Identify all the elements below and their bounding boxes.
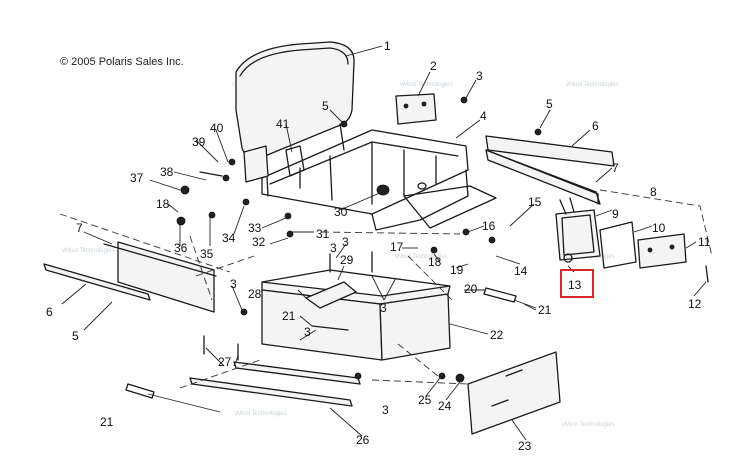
right-fender-part: [485, 135, 615, 205]
callout-label: 18: [156, 197, 170, 211]
callout-label: 5: [72, 329, 79, 343]
storage-box-part: [261, 269, 451, 361]
callout-label: 15: [528, 195, 542, 209]
callout-label: 3: [304, 325, 311, 339]
hardware-group: [176, 96, 709, 383]
callout-label: 35: [200, 247, 214, 261]
callout-label: 36: [174, 241, 188, 255]
callout-label: 21: [282, 309, 296, 323]
callout-label: 9: [612, 207, 619, 221]
callout-label: 3: [476, 69, 483, 83]
callout-label: 3: [382, 403, 389, 417]
callout-label: 3: [330, 241, 337, 255]
callout-label: 21: [538, 303, 552, 317]
watermark-text: vMost Technologies: [566, 82, 619, 88]
callout-label: 13: [568, 278, 582, 292]
callout-label: 2: [430, 59, 437, 73]
callout-label: 27: [218, 355, 232, 369]
watermark-text: vMost Technologies: [562, 422, 615, 428]
callout-label: 1: [384, 39, 391, 53]
runner-part: [189, 361, 361, 407]
pad-part: [305, 281, 357, 309]
callout-label: 18: [428, 255, 442, 269]
callout-label: 31: [316, 227, 330, 241]
callout-label: 7: [612, 161, 619, 175]
watermark-text: vMost Technologies: [62, 248, 115, 254]
callout-label: 6: [46, 305, 53, 319]
rod-part: [125, 287, 517, 399]
callout-label: 24: [438, 399, 452, 413]
callout-label: 28: [248, 287, 262, 301]
callout-label: 6: [592, 119, 599, 133]
callout-label: 19: [450, 263, 464, 277]
callout-label: 3: [230, 277, 237, 291]
callout-label: 3: [380, 301, 387, 315]
callout-label: 12: [688, 297, 702, 311]
callout-label: 30: [334, 205, 348, 219]
callout-label: 32: [252, 235, 266, 249]
callout-labels: 1 2 3 3 3 3 3 3 3 4 5 5 5 6 6 7 7 8 9 10…: [46, 39, 711, 453]
callout-label: 8: [650, 185, 657, 199]
callout-label: 29: [340, 253, 354, 267]
callout-label: 25: [418, 393, 432, 407]
callout-label: 34: [222, 231, 236, 245]
leader-lines: [61, 45, 707, 441]
callout-label: 21: [100, 415, 114, 429]
callout-label: 41: [276, 117, 290, 131]
callout-label: 26: [356, 433, 370, 447]
callout-label: 5: [546, 97, 553, 111]
callout-label: 3: [342, 235, 349, 249]
left-bracket-part: [199, 145, 269, 183]
callout-label: 20: [464, 282, 478, 296]
callout-label: 39: [192, 135, 206, 149]
callout-label: 7: [76, 221, 83, 235]
part-13-highlight-box: [560, 269, 594, 298]
callout-label: 4: [480, 109, 487, 123]
callout-label: 22: [490, 328, 504, 342]
left-rail-part: [43, 241, 217, 313]
callout-label: 17: [390, 240, 404, 254]
callout-label: 37: [130, 171, 144, 185]
watermark-text: vMost Technologies: [395, 254, 448, 260]
callout-label: 40: [210, 121, 224, 135]
copyright-notice: © 2005 Polaris Sales Inc.: [60, 56, 184, 68]
callout-label: 5: [322, 99, 329, 113]
callout-label: 38: [160, 165, 174, 179]
rack-frame-part: [261, 129, 497, 231]
callout-label: 33: [248, 221, 262, 235]
assembly-lines: [59, 189, 713, 389]
callout-label: 23: [518, 439, 532, 453]
plate-part: [395, 93, 437, 125]
tail-light-assembly: [555, 197, 687, 269]
watermark-text: vMost Technologies: [234, 411, 287, 417]
callout-label: 11: [698, 235, 711, 249]
rear-bracket-part: [467, 351, 561, 435]
callout-label: 16: [482, 219, 496, 233]
watermark-text: vMost Technologies: [400, 82, 453, 88]
callout-label: 14: [514, 264, 528, 278]
callout-label: 10: [652, 221, 666, 235]
